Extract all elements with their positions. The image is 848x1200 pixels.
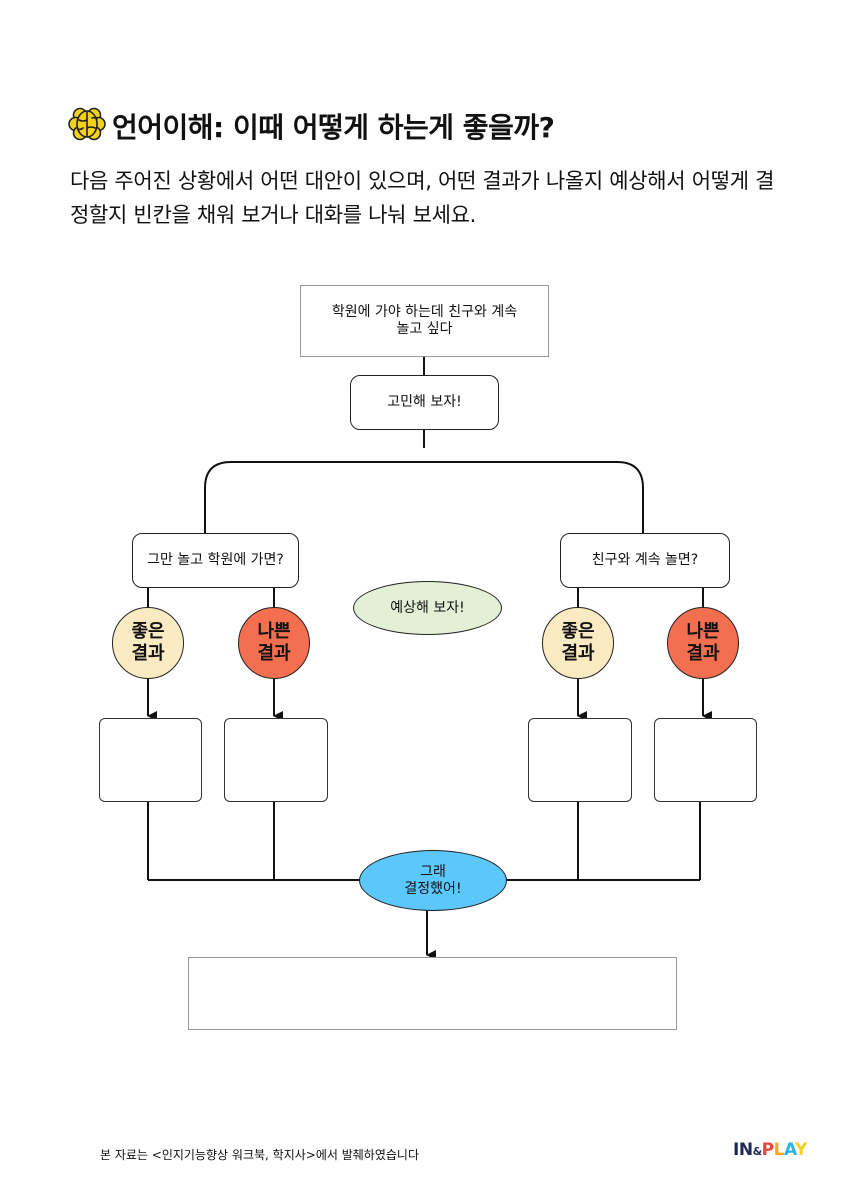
option-left-box: 그만 놀고 학원에 가면? — [132, 533, 299, 588]
good-result-circle-right: 좋은 결과 — [542, 607, 614, 679]
decide-ellipse: 그래 결정했어! — [359, 850, 507, 911]
logo-amp: & — [752, 1145, 763, 1158]
think-box: 고민해 보자! — [350, 375, 499, 430]
bad-result-circle-right: 나쁜 결과 — [667, 607, 739, 679]
option-right-box: 친구와 계속 놀면? — [560, 533, 730, 588]
predict-ellipse: 예상해 보자! — [353, 581, 502, 635]
logo-in: IN — [733, 1140, 753, 1160]
source-note: 본 자료는 <인지기능향상 워크북, 학지사>에서 발췌하였습니다 — [100, 1148, 419, 1162]
answer-box-bad-left[interactable] — [224, 718, 328, 802]
instructions: 다음 주어진 상황에서 어떤 대안이 있으며, 어떤 결과가 나올지 예상해서 … — [70, 169, 775, 227]
answer-box-bad-right[interactable] — [654, 718, 757, 802]
bad-result-circle-left: 나쁜 결과 — [238, 607, 310, 679]
decision-answer-box[interactable] — [188, 957, 677, 1030]
brain-icon — [68, 105, 106, 147]
title-row: 언어이해: 이때 어떻게 하는게 좋을까? — [68, 104, 555, 148]
answer-box-good-right[interactable] — [528, 718, 632, 802]
situation-box: 학원에 가야 하는데 친구와 계속 놀고 싶다 — [300, 285, 549, 357]
logo-play: PLAY — [761, 1140, 808, 1160]
good-result-circle-left: 좋은 결과 — [112, 607, 184, 679]
page-title: 언어이해: 이때 어떻게 하는게 좋을까? — [112, 111, 555, 144]
answer-box-good-left[interactable] — [99, 718, 202, 802]
inplay-logo: IN&PLAY — [733, 1140, 807, 1160]
